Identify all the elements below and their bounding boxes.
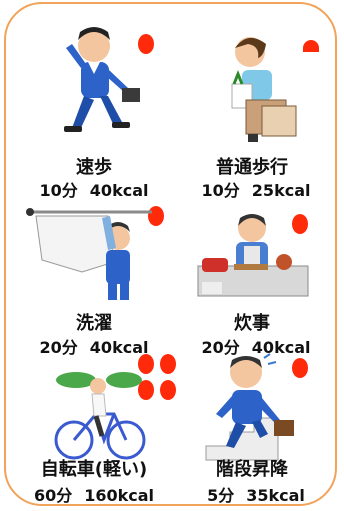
duration: 20分 [39,338,78,357]
duration: 10分 [201,181,240,200]
intensity-dot [138,34,154,54]
cooking-person-icon [197,214,309,297]
duration: 10分 [39,181,78,200]
activity-stats: 10分 40kcal [8,181,180,201]
shopping-woman-icon [231,37,297,142]
activity-stats: 5分 35kcal [170,486,342,506]
activity-stats: 10分 25kcal [170,181,342,201]
intensity-dot [160,354,176,374]
activity-stats: 20分 40kcal [170,338,342,358]
intensity-dot [138,354,154,374]
bicycle-rider-icon [54,372,146,460]
activity-normal-walk: 普通歩行 [166,12,338,178]
calories: 40kcal [89,181,149,200]
calories: 35kcal [246,486,305,505]
activity-stats: 20分 40kcal [8,338,180,358]
activity-name: 自転車(軽い) [40,459,148,480]
activity-brisk-walk: 速歩 [8,12,180,178]
activity-stats: 60分 160kcal [8,486,180,506]
activity-name: 階段昇降 [216,459,288,480]
calories: 40kcal [89,338,149,357]
duration: 5分 [207,486,235,505]
activity-cooking: 炊事 [166,174,338,334]
activity-laundry: 洗濯 [8,174,180,334]
intensity-dot [138,380,154,400]
activity-name: 炊事 [234,313,270,334]
intensity-dot [160,380,176,400]
intensity-dot [292,214,308,234]
activity-name: 速歩 [76,157,112,178]
intensity-dot [292,358,308,378]
calories: 25kcal [251,181,311,200]
activity-name: 普通歩行 [216,157,288,178]
duration: 60分 [33,486,73,505]
intensity-dot [303,40,319,52]
walking-businessman-icon [64,27,140,132]
activity-stairs: 階段昇降 [166,334,338,494]
calories: 160kcal [84,486,155,505]
activity-cycling: 自転車(軽い) [8,334,180,494]
activity-card: 速歩 普通歩行 10分 40kcal 10分 25kcal [4,2,337,506]
activity-name: 洗濯 [76,313,112,334]
stairs-climber-icon [205,353,294,461]
duration: 20分 [201,338,240,357]
calories: 40kcal [251,338,311,357]
laundry-hanging-icon [26,208,152,300]
